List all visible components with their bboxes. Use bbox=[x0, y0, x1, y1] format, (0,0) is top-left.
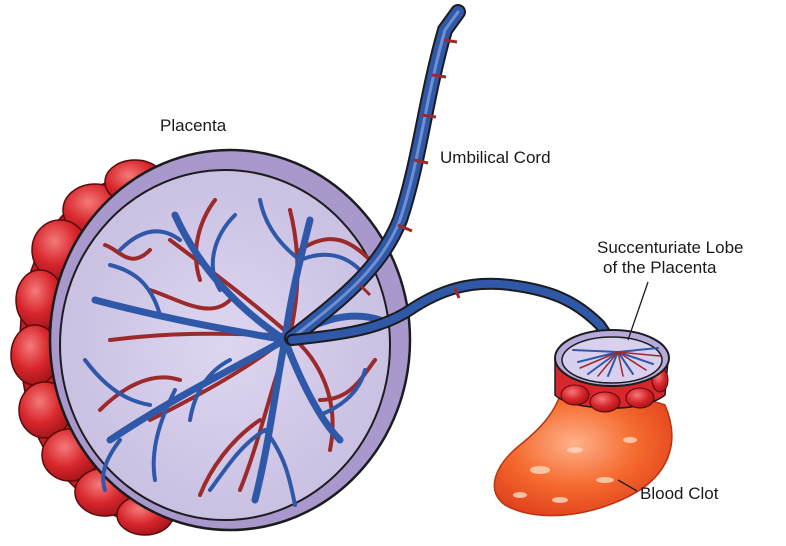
succenturiate-lobe-label-line2: of the Placenta bbox=[597, 258, 744, 278]
succenturiate-lobe bbox=[555, 330, 669, 412]
succenturiate-lobe-label: Succenturiate Lobe of the Placenta bbox=[597, 238, 744, 278]
blood-clot-label: Blood Clot bbox=[640, 484, 718, 504]
succenturiate-lobe-label-line1: Succenturiate Lobe bbox=[597, 238, 744, 258]
placenta-label: Placenta bbox=[160, 116, 226, 136]
umbilical-cord-label: Umbilical Cord bbox=[440, 148, 551, 168]
